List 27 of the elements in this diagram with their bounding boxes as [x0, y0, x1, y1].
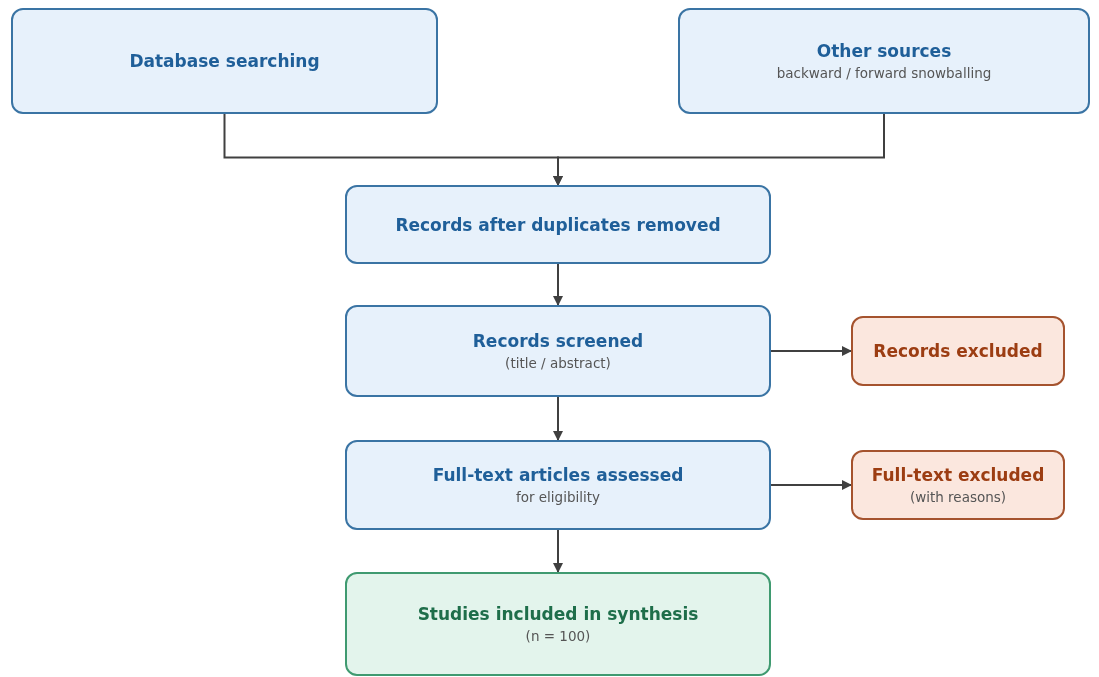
box-subtitle: backward / forward snowballing [776, 65, 992, 81]
box-subtitle: (with reasons) [909, 489, 1007, 505]
process-box [678, 8, 1090, 114]
box-subtitle: (title / abstract) [505, 355, 611, 371]
process-box [11, 8, 438, 114]
box-title: Full-text articles assessed [432, 465, 684, 485]
box-subtitle: (n = 100) [525, 628, 591, 644]
result-box [345, 572, 771, 676]
exclusion-box [851, 450, 1065, 520]
arrow [553, 529, 563, 573]
process-box [345, 185, 771, 264]
exclusion-box [851, 316, 1065, 386]
box-subtitle: for eligibility [515, 489, 601, 505]
box-title: Full-text excluded [871, 465, 1045, 485]
box-title: Records after duplicates removed [395, 214, 721, 235]
box-title: Records screened [472, 331, 644, 351]
process-box [345, 305, 771, 397]
arrow [770, 480, 852, 490]
process-box [345, 440, 771, 530]
box-title: Studies included in synthesis [417, 604, 699, 624]
arrow [770, 346, 852, 356]
arrow [553, 396, 563, 441]
box-title: Database searching [129, 51, 320, 71]
arrow [553, 263, 563, 306]
arrow [553, 113, 885, 186]
box-title: Other sources [816, 41, 952, 61]
box-title: Records excluded [873, 341, 1043, 361]
